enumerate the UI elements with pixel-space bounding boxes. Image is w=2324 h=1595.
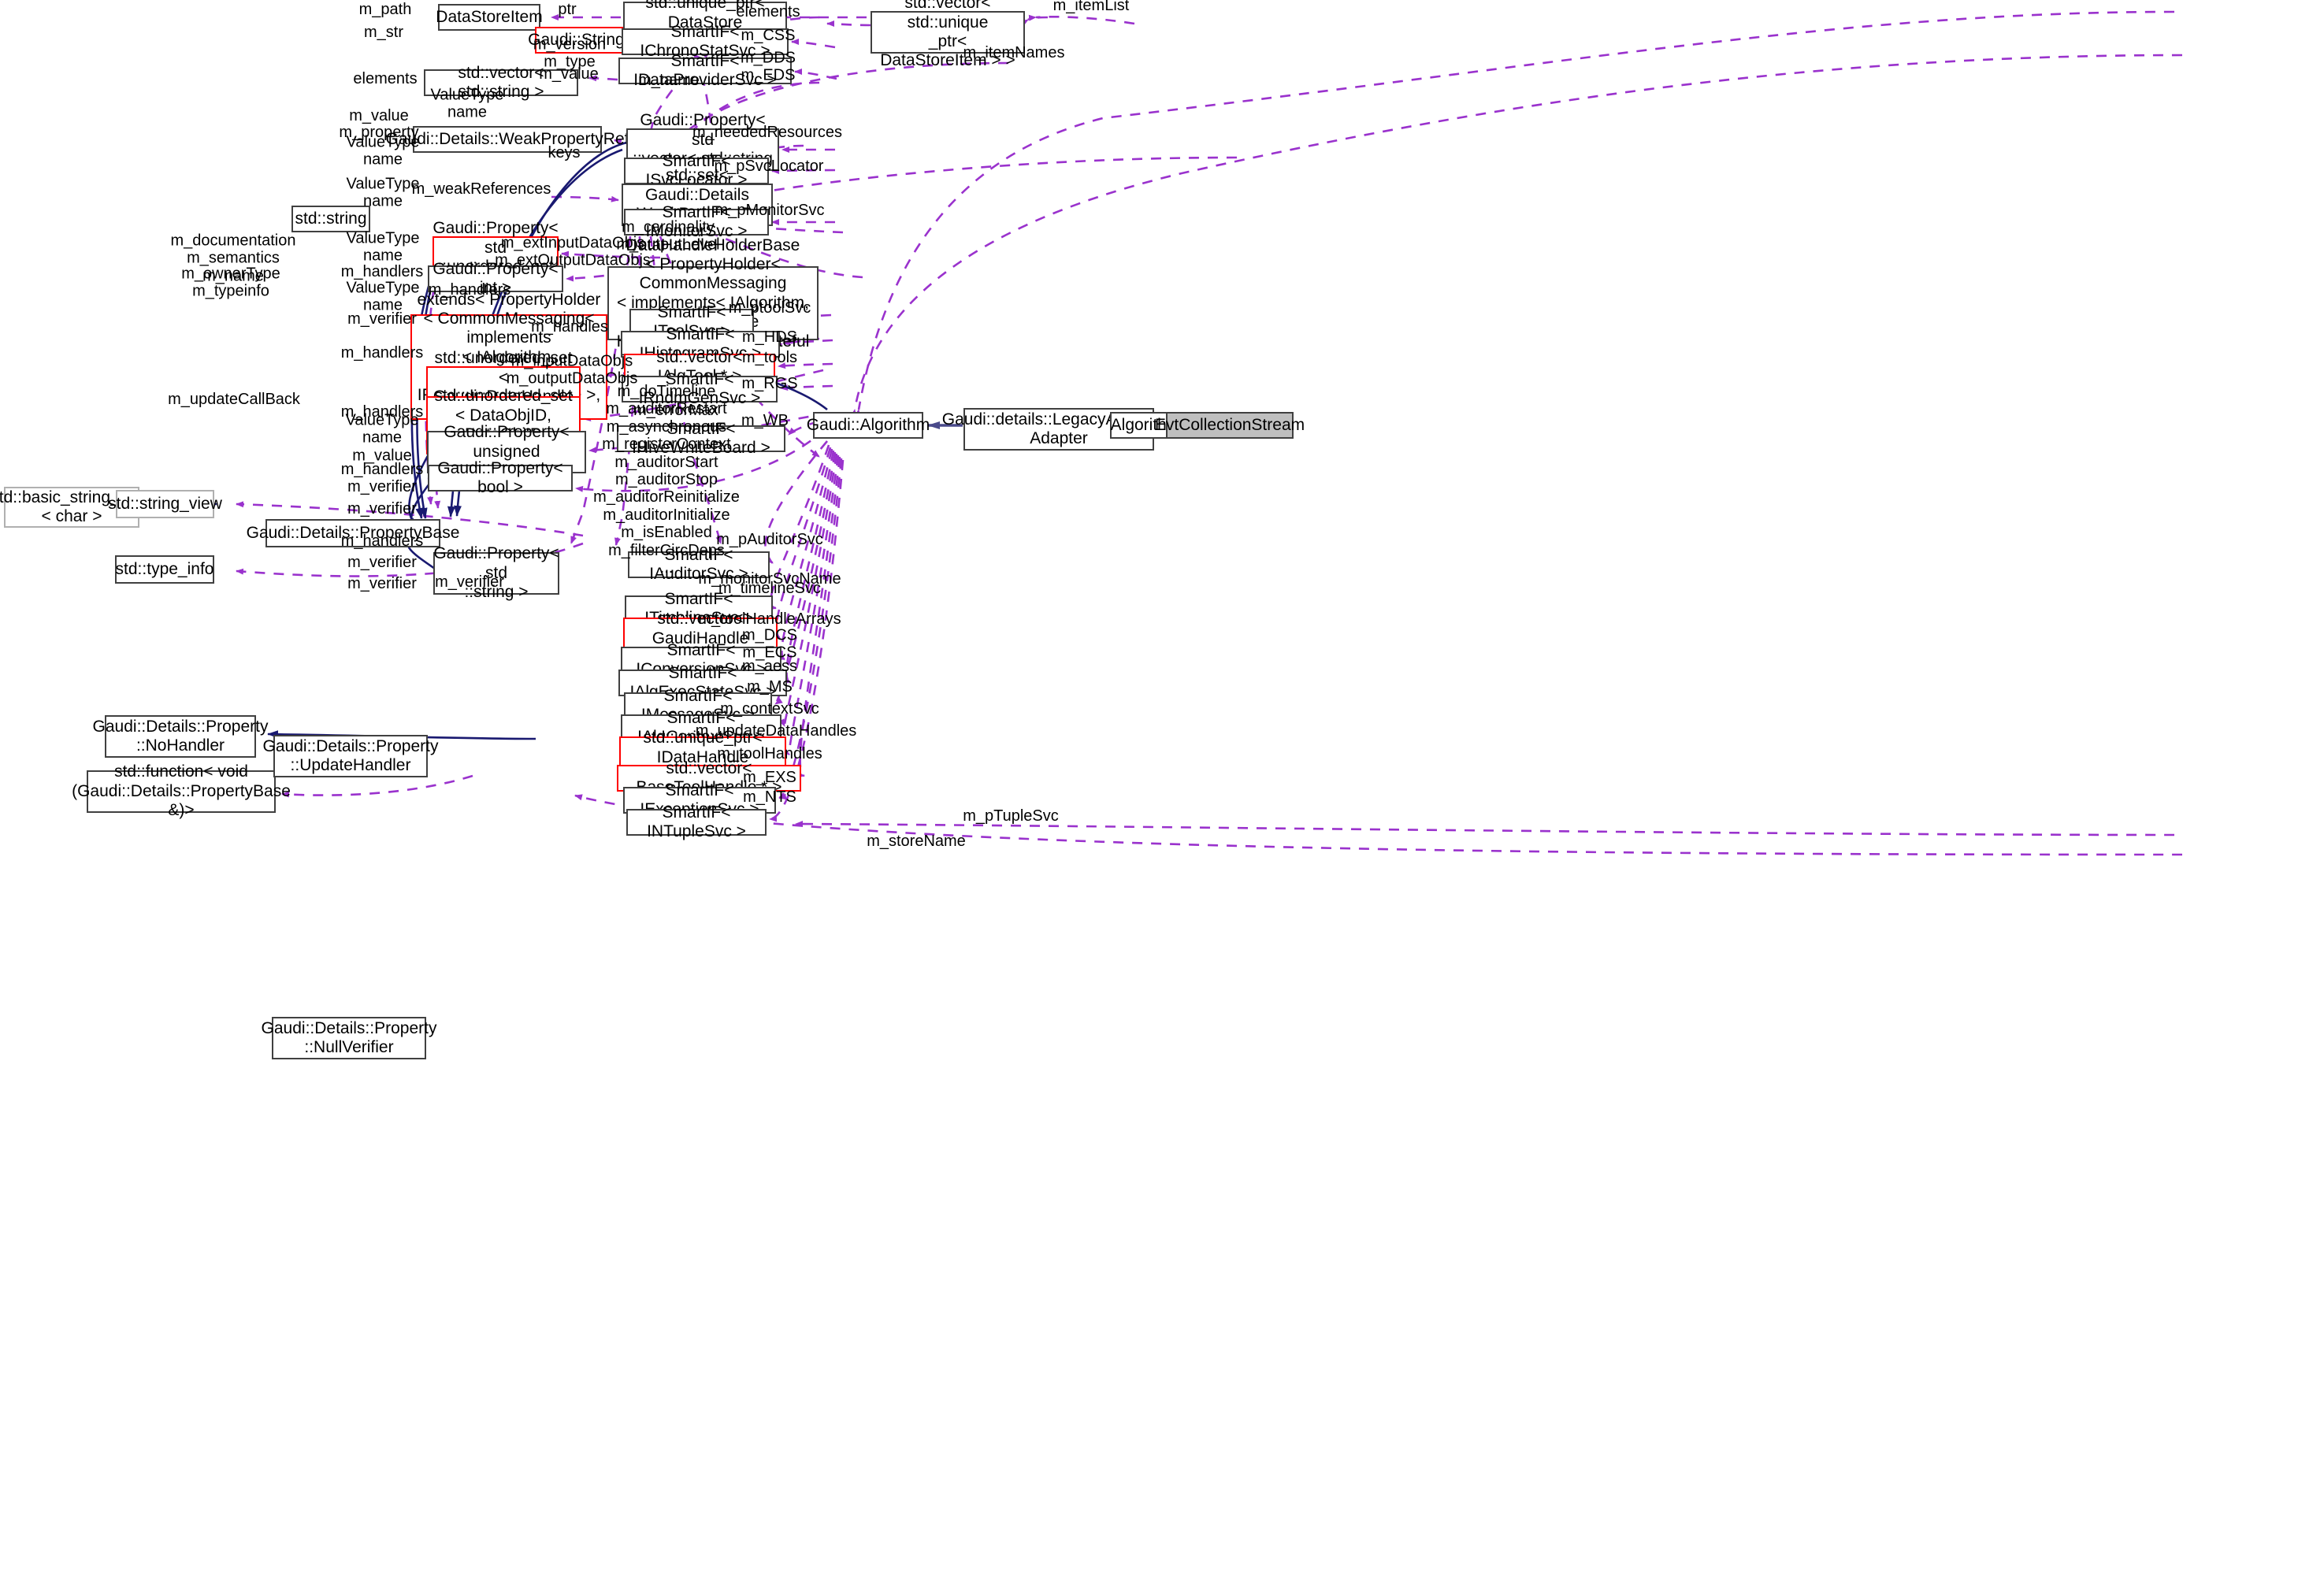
edge-label-ptr: ptr <box>558 0 577 18</box>
class-node-stdfunction[interactable]: std::function< void (Gaudi::Details::Pro… <box>72 762 291 820</box>
class-node-nullverifier[interactable]: Gaudi::Details::Property ::NullVerifier <box>262 1017 436 1059</box>
class-node-prop_string[interactable]: Gaudi::Property< std ::string > <box>433 544 559 602</box>
class-node-smartif_dataprovider[interactable]: SmartIF< IDataProviderSvc > <box>618 52 792 89</box>
edge-label-valuetype_name_value: ValueType name m_value <box>345 411 419 465</box>
class-node-gaudi_algorithm[interactable]: Gaudi::Algorithm <box>807 412 930 439</box>
edge-label-m_verifier_5: m_verifier <box>347 574 417 592</box>
edge-label-m_updateCallBack: m_updateCallBack <box>168 390 300 408</box>
class-node-smartif_rndm[interactable]: SmartIF< IRndmGenSvc > <box>622 370 778 407</box>
class-node-prop_int[interactable]: Gaudi::Property< int > <box>428 260 563 297</box>
edge-label-m_verifier_1: m_verifier <box>347 310 417 328</box>
edge-label-valuetype_name_5: ValueType name <box>346 279 420 314</box>
edge-label-m_storeName: m_storeName <box>867 832 966 850</box>
edge-label-m_str: m_str <box>364 23 403 41</box>
class-node-datastoreitem[interactable]: DataStoreItem <box>436 4 543 31</box>
class-node-smartif_monitor[interactable]: SmartIF< IMonitorSvc > <box>624 203 769 240</box>
edge-label-m_pTupleSvc: m_pTupleSvc <box>963 807 1059 825</box>
class-node-vector_uptr_dsi[interactable]: std::vector< std::unique _ptr< DataStore… <box>871 0 1025 69</box>
class-node-smartif_auditor[interactable]: SmartIF< IAuditorSvc > <box>628 546 770 583</box>
edge-label-valuetype_name_4: ValueType name <box>346 229 420 265</box>
edge-label-m_value_1: m_value <box>349 106 409 124</box>
class-node-vector_string[interactable]: std::vector< std::string > <box>424 64 578 101</box>
class-node-string[interactable]: std::string <box>291 206 370 232</box>
edge-label-m_verifier_2: m_verifier <box>347 477 417 495</box>
edge-label-m_ownerType_typeinfo: m_ownerType m_typeinfo <box>181 265 280 300</box>
class-node-weakpropertyref[interactable]: Gaudi::Details::WeakPropertyRef <box>386 126 629 153</box>
edge-label-elements_left: elements <box>353 69 418 87</box>
class-node-prop_bool[interactable]: Gaudi::Property< bool > <box>428 459 573 496</box>
edge-label-m_handlers_5: m_handlers <box>340 460 424 478</box>
class-node-propertybase[interactable]: Gaudi::Details::PropertyBase <box>247 519 459 547</box>
edge-label-m_handlers_1: m_handlers <box>340 262 424 280</box>
class-node-type_info[interactable]: std::type_info <box>115 555 214 584</box>
class-node-nohandler[interactable]: Gaudi::Details::Property ::NoHandler <box>93 715 268 758</box>
class-node-updatehandler[interactable]: Gaudi::Details::Property ::UpdateHandler <box>263 735 438 777</box>
class-node-evtcollectionstream[interactable]: EvtCollectionStream <box>1155 412 1305 439</box>
edge-label-m_path: m_path <box>358 0 412 18</box>
class-node-smartif_ntuple[interactable]: SmartIF< INTupleSvc > <box>626 803 767 840</box>
edge-label-m_documentation: m_documentation m_semantics m_name <box>170 232 296 285</box>
edge-label-m_itemList: m_itemList <box>1052 0 1130 14</box>
edge-label-m_verifier_4: m_verifier <box>347 553 417 571</box>
edge-label-m_verifier_3: m_verifier <box>347 499 417 517</box>
class-node-string_view[interactable]: std::string_view <box>108 490 222 518</box>
class-node-smartif_hive[interactable]: SmartIF< IHiveWhiteBoard > <box>617 420 785 457</box>
edge-label-m_weakReferences: m_weakReferences <box>411 180 551 198</box>
